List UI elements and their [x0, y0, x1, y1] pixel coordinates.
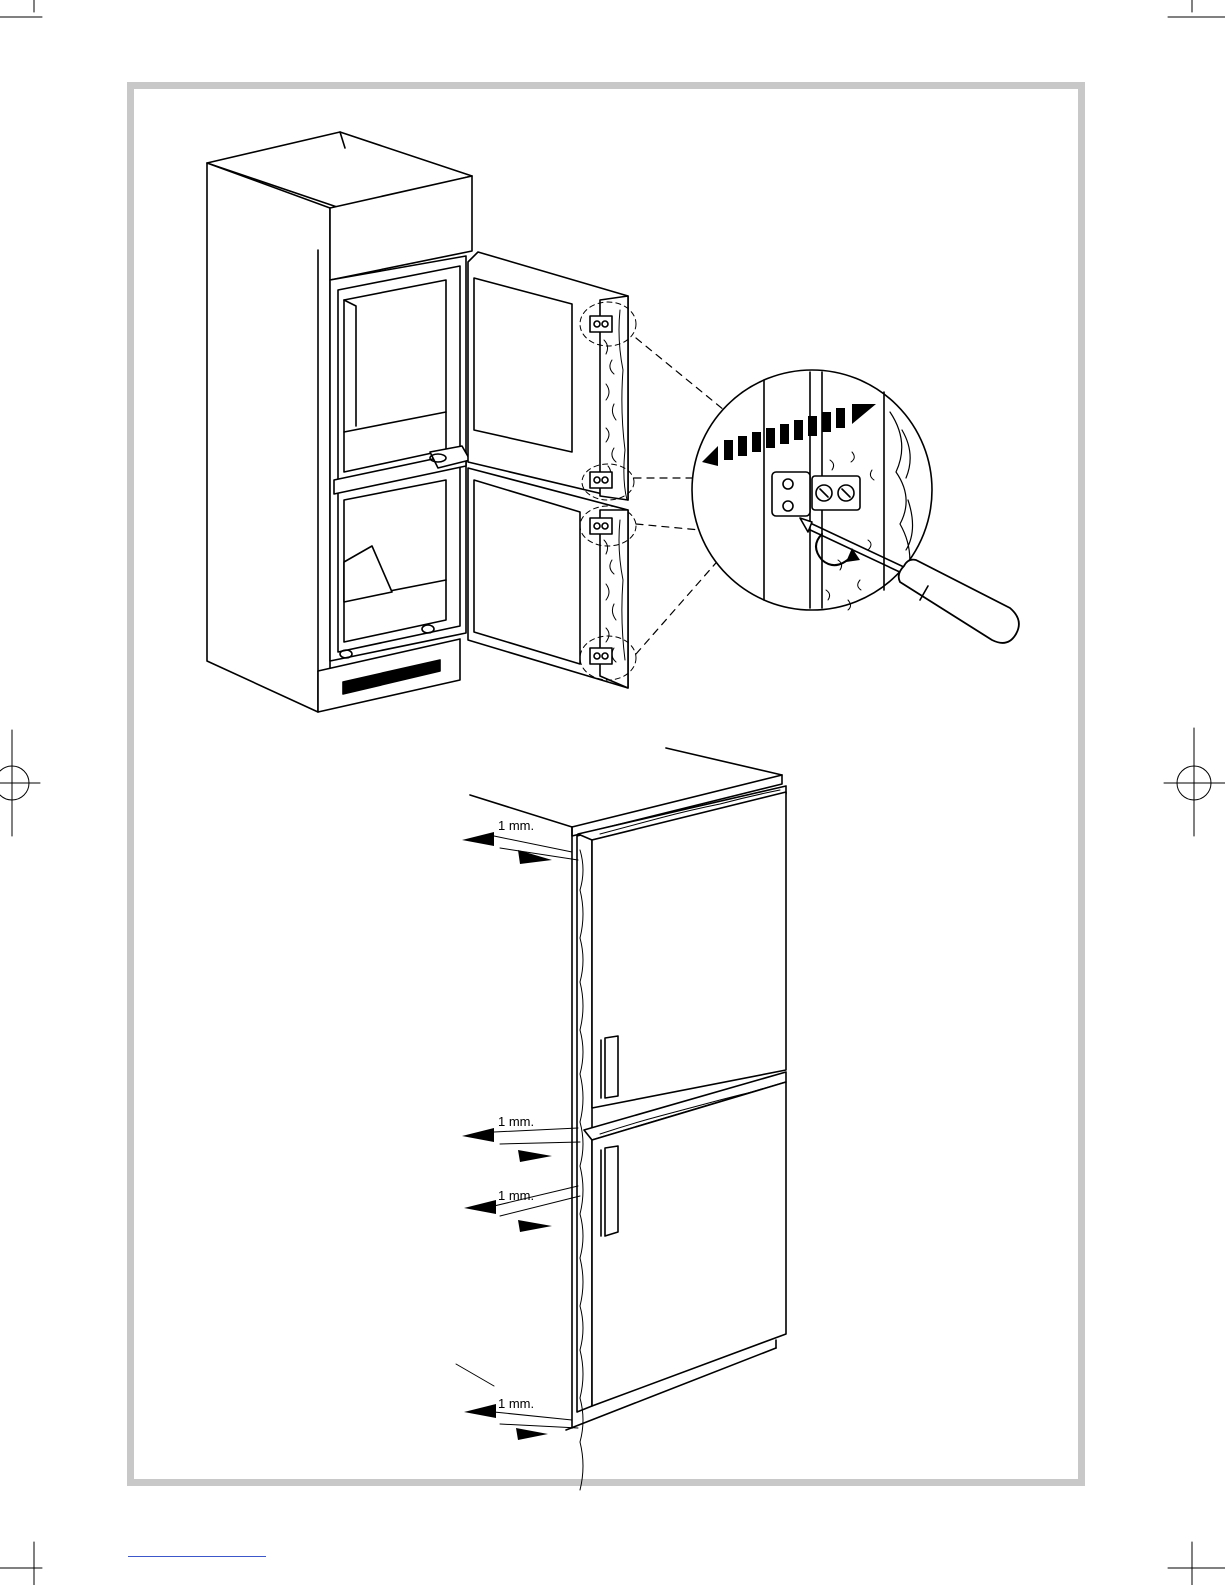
dimension-label-middle-lower: 1 mm. [498, 1188, 534, 1203]
registration-mark-left [0, 730, 40, 836]
hinge-adjustment-detail [692, 370, 932, 610]
dimension-label-bottom: 1 mm. [498, 1396, 534, 1411]
gap-dimension-2 [462, 1128, 580, 1162]
registration-mark-right [1164, 728, 1225, 836]
gap-dimension-1 [462, 832, 578, 864]
dimension-label-middle-upper: 1 mm. [498, 1114, 534, 1129]
footer-rule [128, 1556, 266, 1557]
cabinet-open-doors-illustration [207, 132, 724, 712]
dimension-label-top: 1 mm. [498, 818, 534, 833]
